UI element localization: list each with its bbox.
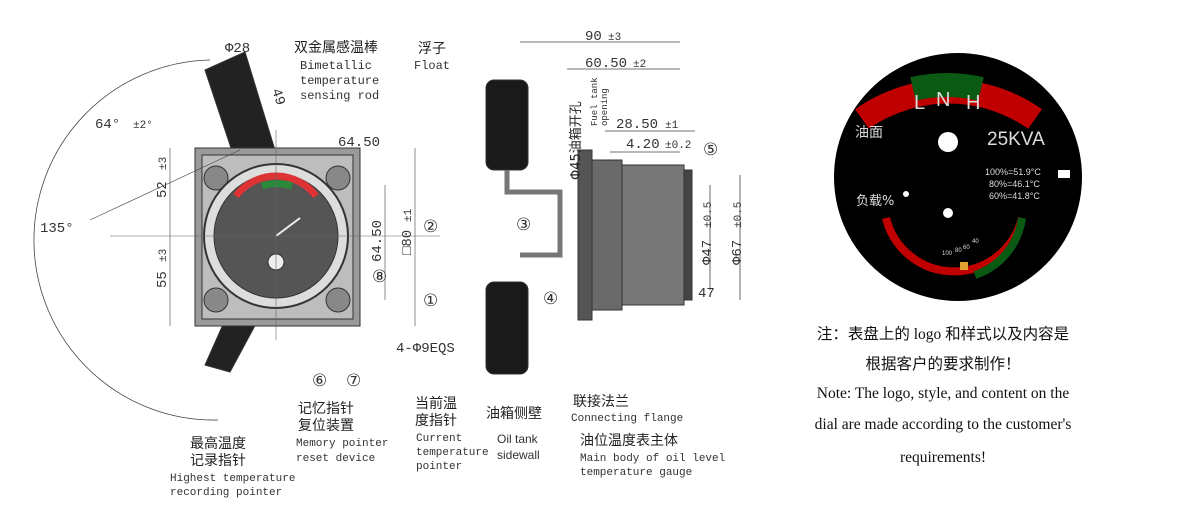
dim-tol90: ±3 <box>608 32 621 44</box>
dim-6450-side: 64.50 <box>370 220 386 262</box>
dim-tol420: ±0.2 <box>665 140 691 152</box>
label-float-cn: 浮子 <box>418 41 446 57</box>
dial-rating: 25KVA <box>987 129 1045 150</box>
dim-90: 90 <box>585 29 602 45</box>
label-rod-cn: 双金属感温棒 <box>294 39 378 56</box>
note-cn-line2: 根据客户的要求制作！ <box>865 356 1021 373</box>
dim-420: 4.20 <box>626 137 660 153</box>
dim-tol6050: ±2 <box>633 59 646 71</box>
label-rod-en1: Bimetallic <box>300 59 372 73</box>
dim-2850: 28.50 <box>616 117 658 133</box>
label-highest-cn2: 记录指针 <box>190 453 246 469</box>
label-current-en2: temperature <box>416 447 489 459</box>
dial-t80: 80%=46.1°C <box>989 179 1040 189</box>
label-memory-cn2: 复位装置 <box>298 417 354 434</box>
callout-2: ② <box>423 219 438 238</box>
dim-tol52: ±3 <box>158 157 170 170</box>
note-en-line1: Note: The logo, style, and content on th… <box>816 385 1070 402</box>
label-flange-en: Connecting flange <box>571 413 683 425</box>
dim-angle64: 64° <box>95 117 120 133</box>
dial-load: 负载% <box>856 194 894 209</box>
label-rod-en3: sensing rod <box>300 89 379 103</box>
note-en-line2: dial are made according to the customer'… <box>814 416 1072 433</box>
label-body-en1: Main body of oil level <box>580 453 725 465</box>
dim-tol47: ±0.5 <box>703 202 715 228</box>
label-body-cn: 油位温度表主体 <box>580 433 678 449</box>
dim-tol2deg: ±2° <box>133 120 153 132</box>
float-bottom <box>485 281 529 375</box>
side-view <box>485 41 741 375</box>
float-top <box>485 79 529 171</box>
label-body-en2: temperature gauge <box>580 467 692 479</box>
dim-sq80: □80 <box>400 230 416 255</box>
callout-8: ⑧ <box>372 269 387 288</box>
dial-N: N <box>936 89 950 111</box>
dial-scale-80: 80 <box>955 248 962 254</box>
dim-holes: 4-Φ9EQS <box>396 341 455 357</box>
callout-5: ⑤ <box>703 142 718 161</box>
dim-d67: Φ67 <box>730 240 746 265</box>
dial-L: L <box>914 92 925 114</box>
dim-52: 52 <box>155 181 171 198</box>
dial-scale-100: 100 <box>942 251 953 257</box>
dial-scale-40: 40 <box>972 239 979 245</box>
sensing-rod-top <box>204 51 276 161</box>
note-cn-line1: 注：表盘上的 logo 和样式以及内容是 <box>816 326 1070 343</box>
callout-4: ④ <box>543 291 558 310</box>
dim-d47: Φ47 <box>700 240 716 265</box>
dim-tol80: ±1 <box>403 208 415 222</box>
dim-tank-hole: Φ45油箱开孔 <box>568 101 584 180</box>
label-highest-cn1: 最高温度 <box>190 435 246 452</box>
label-memory-en1: Memory pointer <box>296 438 388 450</box>
dim-angle135: 135° <box>40 221 74 237</box>
callout-1: ① <box>423 293 438 312</box>
label-flange-cn: 联接法兰 <box>573 393 629 410</box>
dial-oil-level: 油面 <box>855 125 883 141</box>
dim-tol2850: ±1 <box>665 120 679 132</box>
label-sidewall-en1: Oil tank <box>497 432 539 446</box>
dim-49: 49 <box>267 87 287 108</box>
front-view <box>33 51 440 421</box>
dim-tank-hole-en2: opening <box>600 88 610 126</box>
callout-7: ⑦ <box>346 373 361 392</box>
note-en-line3: requirements! <box>899 449 987 466</box>
dim-55: 55 <box>155 271 171 288</box>
dial-face: L N H 油面 25KVA 100%=51.9°C 80%=46.1°C 60… <box>834 53 1082 301</box>
label-current-en3: pointer <box>416 461 462 473</box>
dim-tank-hole-en1: Fuel tank <box>590 77 600 126</box>
connecting-flange <box>591 159 623 311</box>
label-float-en: Float <box>414 59 450 73</box>
dim-6050: 60.50 <box>585 56 627 72</box>
dial-H: H <box>966 92 980 114</box>
callout-6: ⑥ <box>312 373 327 392</box>
dim-dia28: Φ28 <box>225 41 250 57</box>
label-rod-en2: temperature <box>300 74 379 88</box>
callout-3: ③ <box>516 217 531 236</box>
dim-47: 47 <box>698 286 715 302</box>
label-sidewall-cn: 油箱侧壁 <box>486 406 542 422</box>
label-current-en1: Current <box>416 433 462 445</box>
label-memory-en2: reset device <box>296 453 375 465</box>
label-sidewall-en2: sidewall <box>497 448 540 462</box>
dim-tol67: ±0.5 <box>733 202 745 228</box>
dial-scale-60: 60 <box>963 245 970 251</box>
label-current-cn1: 当前温 <box>415 395 457 412</box>
dim-6450-top: 64.50 <box>338 135 380 151</box>
label-highest-en2: recording pointer <box>170 487 282 499</box>
label-highest-en1: Highest temperature <box>170 473 295 485</box>
gauge-main-body <box>621 164 685 306</box>
dial-t60: 60%=41.8°C <box>989 191 1040 201</box>
dial-t100: 100%=51.9°C <box>985 167 1041 177</box>
label-memory-cn1: 记忆指针 <box>298 401 354 417</box>
label-current-cn2: 度指针 <box>415 413 457 429</box>
sensing-rod-bottom <box>204 319 259 373</box>
dim-tol55: ±3 <box>158 249 170 262</box>
